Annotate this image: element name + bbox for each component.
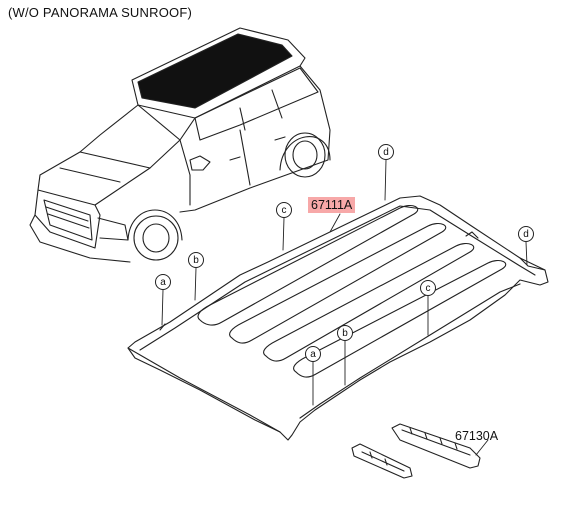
roof-rail-parts xyxy=(351,423,481,479)
roof-panel-outline xyxy=(127,195,549,441)
diagram-caption: (W/O PANORAMA SUNROOF) xyxy=(8,5,192,20)
leader-lines xyxy=(161,159,528,456)
part-number-roof-rail: 67130A xyxy=(455,429,499,443)
callout-d-top: d xyxy=(378,144,394,160)
callout-a-left: a xyxy=(155,274,171,290)
callout-b-bottom: b xyxy=(337,325,353,341)
callout-c-right: c xyxy=(420,280,436,296)
callout-b-left: b xyxy=(188,252,204,268)
callout-c-top: c xyxy=(276,202,292,218)
vehicle-illustration xyxy=(29,27,331,263)
part-number-roof-panel: 67111A xyxy=(308,197,356,213)
callout-d-right: d xyxy=(518,226,534,242)
callout-a-bottom: a xyxy=(305,346,321,362)
